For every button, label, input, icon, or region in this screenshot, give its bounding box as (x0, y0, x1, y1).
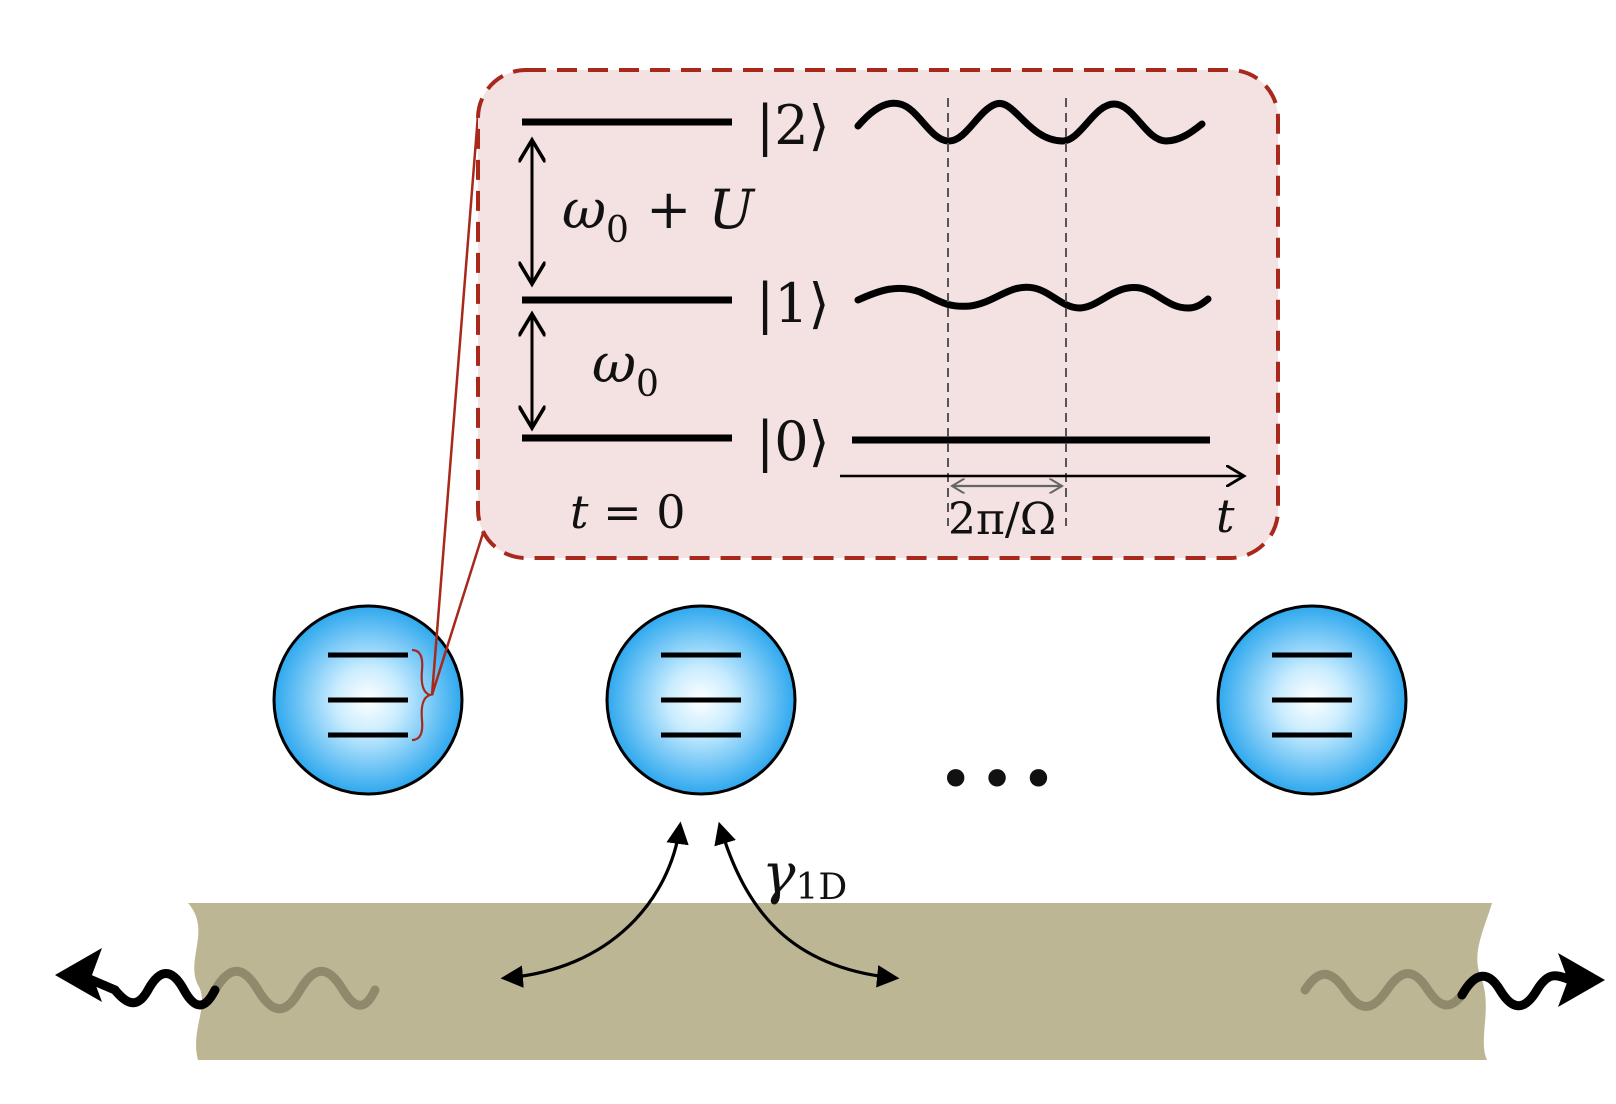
state-1-oscillation (854, 283, 1212, 312)
right-photon (1300, 953, 1605, 1011)
time-axis-label: t (1216, 489, 1235, 543)
atom-1 (272, 604, 464, 796)
ket-1: |1⟩ (756, 272, 830, 335)
coupling-label: γ1D (762, 842, 847, 908)
zoom-line-upper (430, 114, 480, 696)
zoom-line-lower (430, 529, 486, 696)
period-label: 2π/Ω (948, 494, 1056, 545)
left-photon (55, 948, 380, 1014)
waveguide-body (188, 903, 1492, 1060)
level-brace (411, 648, 434, 742)
atom-3 (1216, 604, 1408, 796)
upper-gap-label: ω0 + U (562, 178, 756, 251)
lower-gap-label: ω0 (592, 332, 659, 405)
atom-2 (605, 604, 797, 796)
state-2-oscillation (854, 99, 1206, 145)
time-zero-label: t = 0 (570, 485, 686, 539)
coupling-arrow-left (500, 821, 689, 988)
ket-0: |0⟩ (756, 410, 830, 473)
ellipsis: ••• (938, 745, 1062, 815)
coupling-arrow-right (714, 821, 900, 988)
inset-panel: ω0 + U ω0 |2⟩ |1⟩ |0⟩ t = 0 2π/Ω t (476, 68, 1280, 560)
ket-2: |2⟩ (756, 94, 830, 157)
